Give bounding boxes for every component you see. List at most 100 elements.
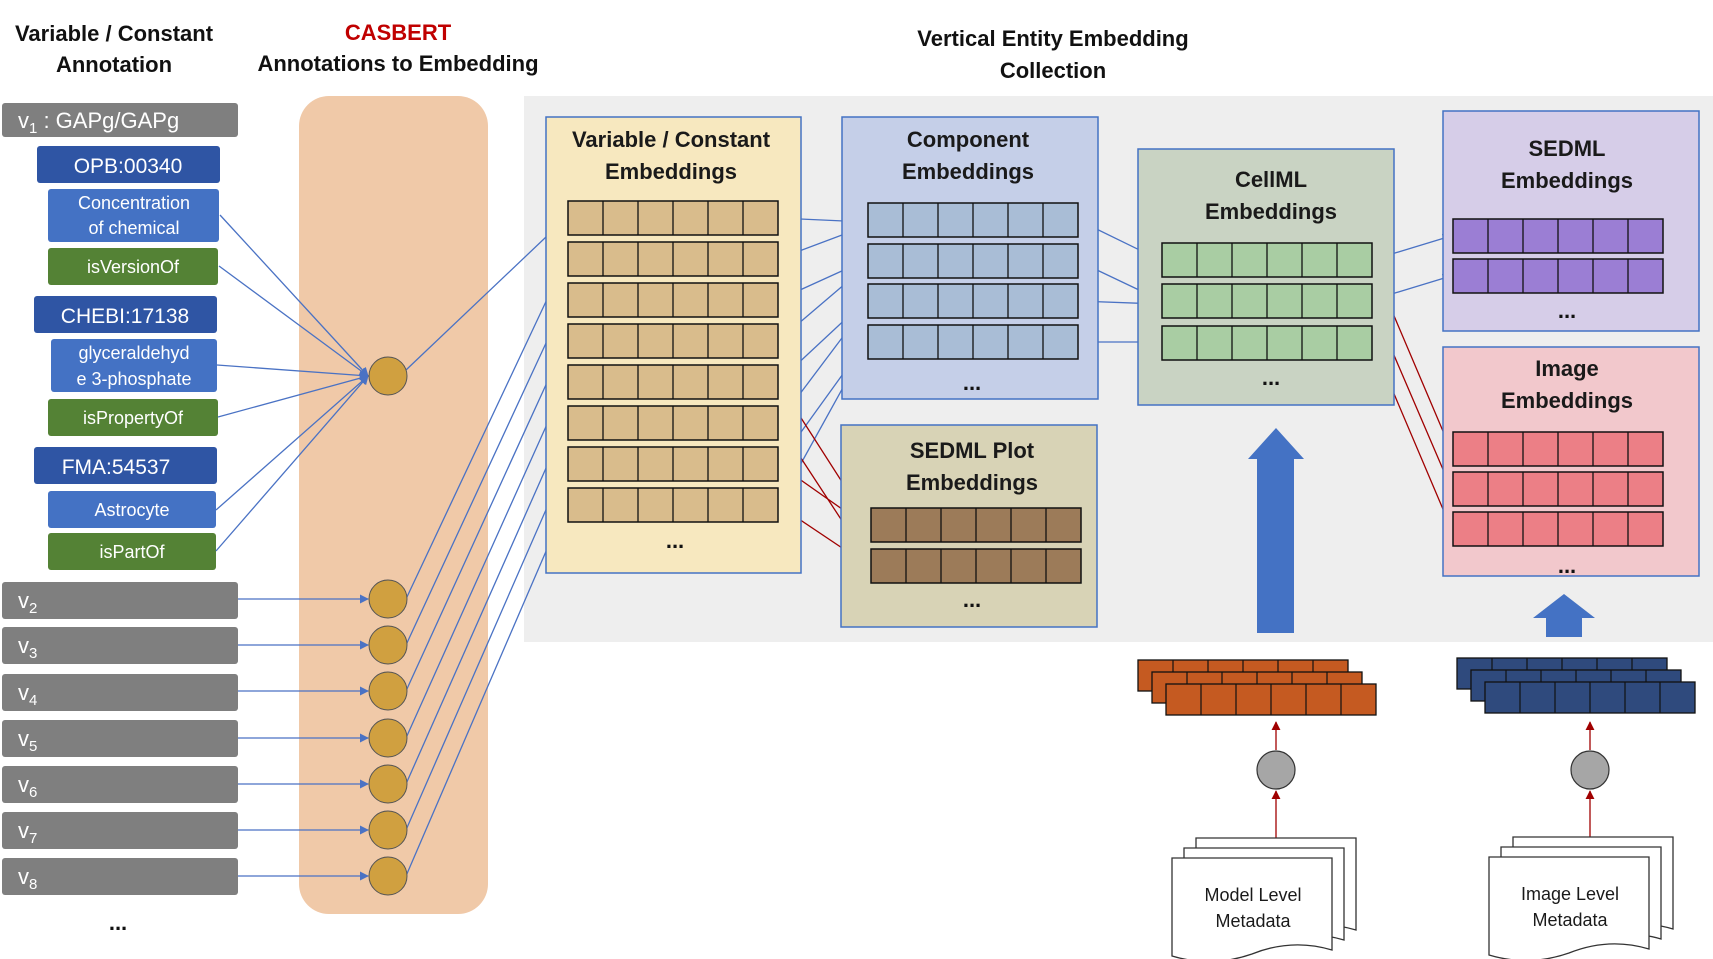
component-vector-4: [867, 324, 1079, 360]
variable-label: v8: [18, 864, 37, 893]
variable-v3: v3: [2, 627, 238, 664]
variable-label: v6: [18, 772, 37, 801]
component-vector-1: [867, 202, 1079, 238]
casbert-node-3: [368, 625, 408, 665]
variable-v5: v5: [2, 720, 238, 757]
sedml-vector-2: [1452, 258, 1664, 294]
cellml-vector-3: [1161, 325, 1373, 361]
predicate-label: isPropertyOf: [83, 408, 184, 428]
sedml-plot-vectors: [870, 507, 1082, 584]
component-vector-3: [867, 283, 1079, 319]
collection-header-line-1: Vertical Entity Embedding: [917, 26, 1188, 51]
varconst-vector-6: [567, 405, 779, 441]
varconst-vector-3: [567, 282, 779, 318]
node-to-embedding-arrow: [405, 463, 567, 831]
model-stack-layer-3: [1165, 683, 1377, 716]
image-vector-2: [1452, 471, 1664, 507]
sedml-plot-panel-title-1: SEDML Plot: [910, 438, 1035, 463]
ontology-term-box: [48, 491, 216, 528]
casbert-node-2: [368, 579, 408, 619]
sedml-embeddings-panel: SEDML Embeddings ...: [1442, 110, 1700, 332]
sedml-plot-vector-2: [870, 548, 1082, 584]
casbert-header: CASBERT Annotations to Embedding: [257, 20, 538, 76]
annotation-header-line-2: Annotation: [56, 52, 172, 77]
sedml-plot-panel-title-2: Embeddings: [906, 470, 1038, 495]
casbert-node-7: [368, 810, 408, 850]
component-vector-2: [867, 243, 1079, 279]
image-vectors: [1452, 431, 1664, 547]
casbert-node-4: [368, 671, 408, 711]
cellml-vector-2: [1161, 283, 1373, 319]
annotation-header: Variable / Constant Annotation: [15, 21, 214, 77]
variable-v8: v8: [2, 858, 238, 895]
image-metadata-line-1: Image Level: [1521, 884, 1619, 904]
node-to-embedding-arrow: [405, 258, 567, 600]
varconst-panel-title-2: Embeddings: [605, 159, 737, 184]
ontology-id-box: [34, 447, 217, 484]
collection-header: Vertical Entity Embedding Collection: [917, 26, 1188, 83]
node-to-embedding-arrow: [405, 299, 567, 646]
variable-box: [2, 674, 238, 711]
variable-box: [2, 858, 238, 895]
variable-v1-box: [2, 103, 238, 137]
varconst-vector-4: [567, 323, 779, 359]
variable-v4: v4: [2, 674, 238, 711]
metadata-vector-stacks: [1137, 657, 1696, 838]
annotation-to-node-arrow: [219, 214, 369, 377]
variable-v2: v2: [2, 582, 238, 619]
cellml-embeddings-panel: CellML Embeddings ...: [1137, 148, 1395, 406]
variable-v1-label: v1 : GAPg/GAPg: [18, 108, 179, 137]
model-metadata-line-2: Metadata: [1215, 911, 1291, 931]
sedml-plot-ellipsis: ...: [963, 587, 981, 612]
variable-label: v2: [18, 588, 37, 617]
varconst-vector-5: [567, 364, 779, 400]
ontology-id-label: CHEBI:17138: [61, 305, 189, 328]
variable-label: v4: [18, 680, 37, 709]
model-metadata-encoder-node: [1256, 750, 1296, 790]
sedml-vectors: [1452, 218, 1664, 294]
cellml-vectors: [1161, 242, 1373, 361]
casbert-panel: [299, 96, 488, 914]
node-to-embedding-arrow: [405, 381, 567, 739]
image-vector-1: [1452, 431, 1664, 467]
casbert-node-1: [368, 356, 408, 396]
sedml-plot-embeddings-panel: SEDML Plot Embeddings ...: [840, 424, 1098, 628]
varconst-ellipsis: ...: [666, 528, 684, 553]
ontology-id-label: OPB:00340: [74, 155, 183, 178]
casbert-node-5: [368, 718, 408, 758]
cellml-panel-title-1: CellML: [1235, 167, 1307, 192]
document-page: [1488, 856, 1650, 959]
sedml-vector-1: [1452, 218, 1664, 254]
predicate-box: [48, 248, 218, 285]
variable-box: [2, 582, 238, 619]
variables-ellipsis: ...: [109, 910, 127, 935]
varconst-vector-1: [567, 200, 779, 236]
component-embeddings-panel: Component Embeddings ...: [841, 116, 1099, 400]
annotation-to-node-arrow: [215, 375, 369, 511]
ontology-id-box: [34, 296, 217, 333]
cellml-panel-title-2: Embeddings: [1205, 199, 1337, 224]
variable-box: [2, 627, 238, 664]
ontology-term-line-1: Concentration: [78, 193, 190, 213]
cellml-ellipsis: ...: [1262, 365, 1280, 390]
sedml-ellipsis: ...: [1558, 298, 1576, 323]
varconst-vectors: [567, 200, 779, 523]
casbert-title: CASBERT: [345, 20, 452, 45]
image-ellipsis: ...: [1558, 553, 1576, 578]
sedml-panel-title-2: Embeddings: [1501, 168, 1633, 193]
annotation-to-node-arrow: [215, 375, 369, 552]
varconst-vector-7: [567, 446, 779, 482]
varconst-vector-2: [567, 241, 779, 277]
document-page: [1171, 857, 1333, 959]
annotation-header-line-1: Variable / Constant: [15, 21, 214, 46]
collection-header-line-2: Collection: [1000, 58, 1106, 83]
annotation-to-node-arrow: [217, 373, 369, 418]
cellml-up-arrow: [1248, 428, 1304, 633]
node-to-embedding-arrow: [405, 504, 567, 877]
ontology-term-box: [48, 189, 219, 242]
variable-box: [2, 720, 238, 757]
variable-label: v5: [18, 726, 37, 755]
casbert-node-8: [368, 856, 408, 896]
ontology-opb: OPB:00340 Concentration of chemical isVe…: [37, 146, 220, 285]
